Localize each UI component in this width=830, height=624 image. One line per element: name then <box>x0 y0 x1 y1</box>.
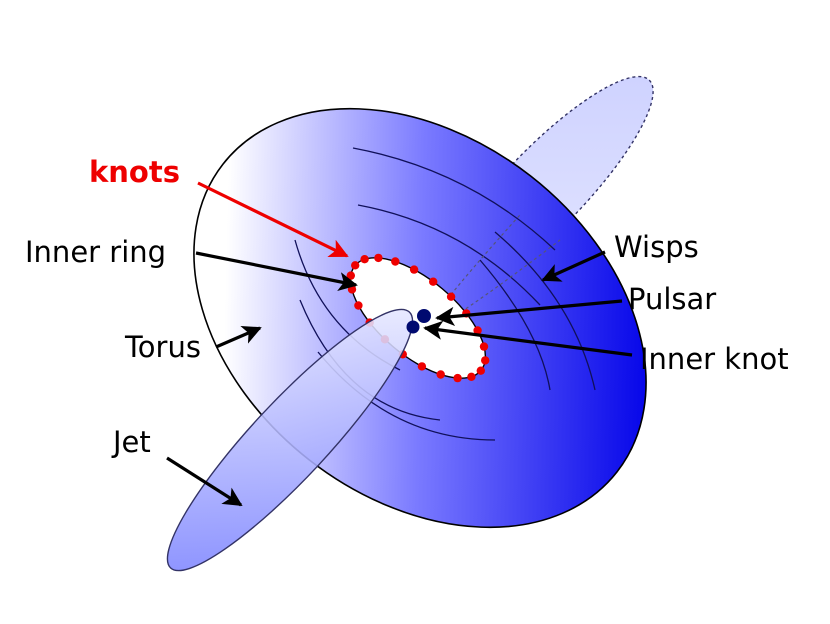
label-arrows <box>166 181 633 507</box>
inner-ring-arrow <box>195 251 358 292</box>
knot-dot <box>354 301 363 310</box>
knot-dot <box>476 366 485 375</box>
knots-arrow <box>197 181 349 258</box>
label-torus: Torus <box>124 330 201 364</box>
knot-dot <box>347 285 357 294</box>
knot-dot <box>481 356 490 365</box>
knot-dot <box>453 373 462 383</box>
knot-dot <box>479 342 489 351</box>
knot-dot <box>360 255 369 264</box>
label-wisps: Wisps <box>614 230 699 264</box>
knot-dot <box>436 370 445 379</box>
knot-dot <box>473 326 482 335</box>
label-knots: knots <box>89 155 180 189</box>
torus-arrow <box>215 326 262 349</box>
label-pulsar: Pulsar <box>628 282 716 316</box>
knot-dot <box>467 372 476 381</box>
knot-dot <box>446 292 456 301</box>
pulsar-arrow <box>435 299 623 326</box>
inner-knot-dot <box>406 320 420 334</box>
knot-dot <box>409 265 419 274</box>
wisps-arrow <box>541 250 606 282</box>
pulsar-dot <box>417 309 431 323</box>
label-inner-ring: Inner ring <box>25 235 166 269</box>
knot-dots <box>346 253 490 383</box>
jet-arrow <box>166 456 243 507</box>
knot-dot <box>346 271 355 280</box>
knot-dot <box>351 261 360 270</box>
knot-dot <box>391 257 400 266</box>
knot-dot <box>417 362 427 371</box>
label-inner-knot: Inner knot <box>640 342 789 376</box>
knot-dot <box>429 277 438 286</box>
knot-dot <box>374 253 383 263</box>
label-jet: Jet <box>111 425 151 459</box>
inner-knot-arrow <box>423 320 633 357</box>
